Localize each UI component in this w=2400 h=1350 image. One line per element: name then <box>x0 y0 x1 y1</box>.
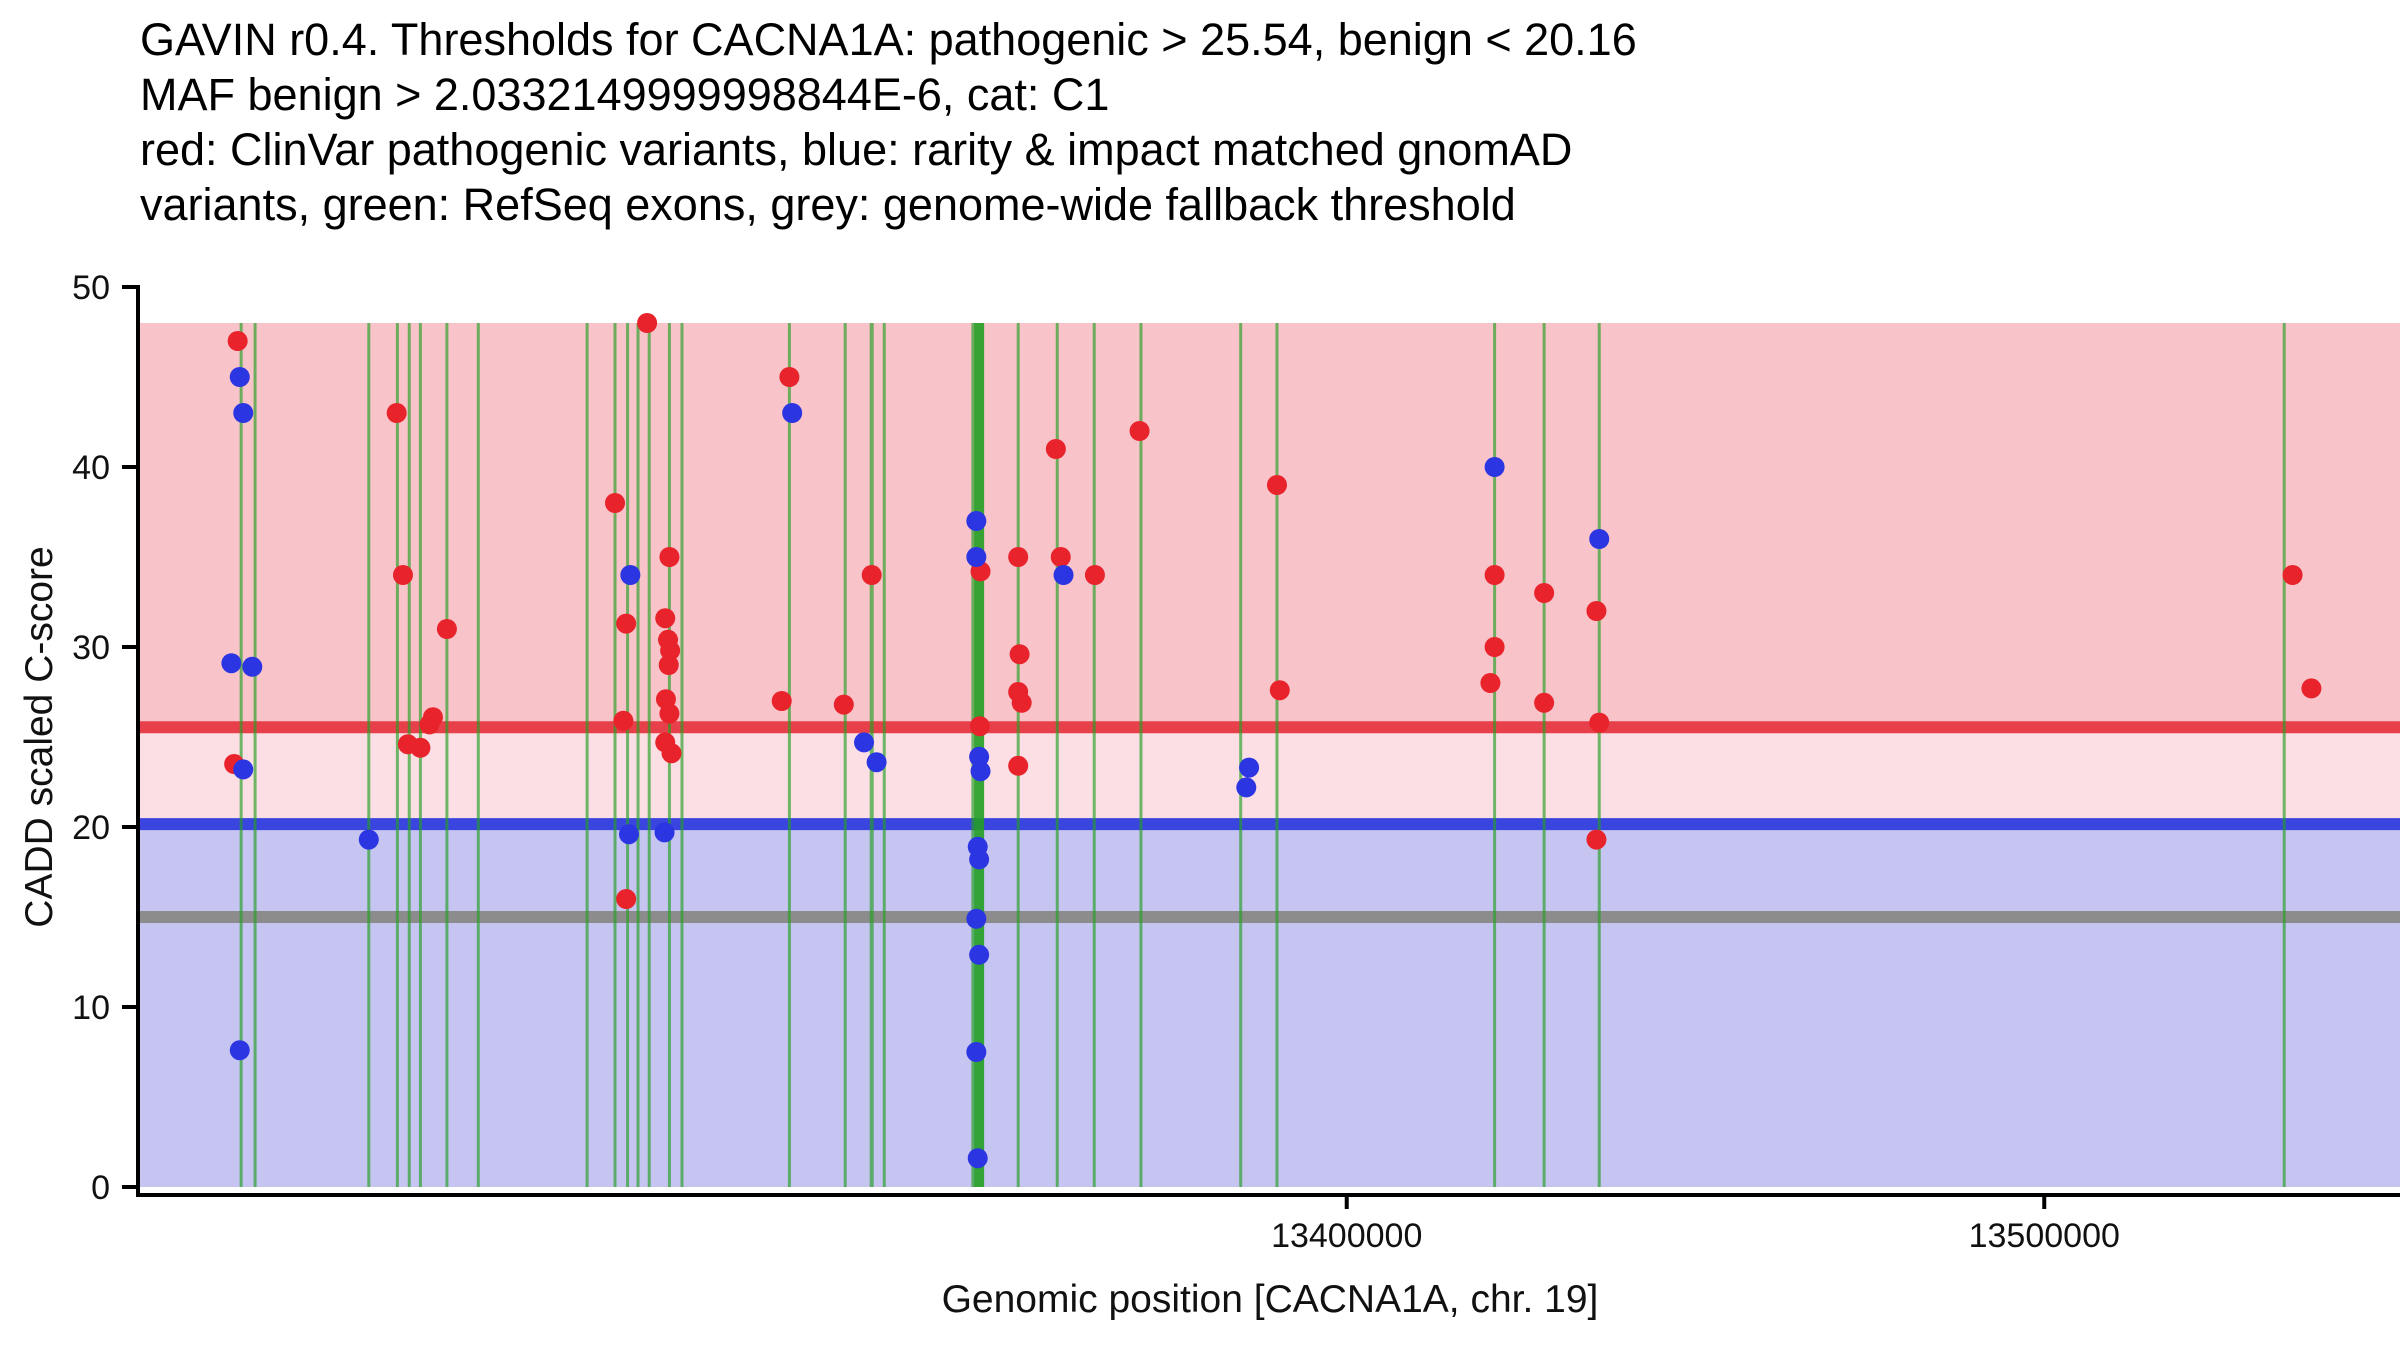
point-clinvar-pathogenic <box>1009 644 1030 665</box>
point-gnomad-matched <box>620 565 641 585</box>
point-gnomad-matched <box>358 829 379 850</box>
point-clinvar-pathogenic <box>659 547 680 567</box>
point-gnomad-matched <box>969 746 990 767</box>
region-benign <box>140 824 2400 1187</box>
point-clinvar-pathogenic <box>1050 547 1071 567</box>
point-gnomad-matched <box>866 752 887 773</box>
point-clinvar-pathogenic <box>861 565 882 585</box>
point-clinvar-pathogenic <box>410 737 431 758</box>
point-clinvar-pathogenic <box>2282 565 2303 585</box>
point-clinvar-pathogenic <box>613 710 634 731</box>
point-clinvar-pathogenic <box>659 703 680 724</box>
point-clinvar-pathogenic <box>616 613 637 634</box>
y-tick-label: 10 <box>72 989 110 1027</box>
x-axis-title: Genomic position [CACNA1A, chr. 19] <box>942 1278 1599 1321</box>
point-gnomad-matched <box>966 511 987 531</box>
point-gnomad-matched <box>782 403 803 423</box>
point-clinvar-pathogenic <box>1586 601 1607 621</box>
y-tick-label: 40 <box>72 449 110 487</box>
y-axis-title: CADD scaled C-score <box>18 546 61 927</box>
point-clinvar-pathogenic <box>637 313 658 333</box>
point-clinvar-pathogenic <box>1084 565 1105 585</box>
point-clinvar-pathogenic <box>1008 755 1029 776</box>
point-clinvar-pathogenic <box>655 608 676 629</box>
point-clinvar-pathogenic <box>227 331 248 351</box>
y-tick-label: 30 <box>72 629 110 667</box>
chart-title-line-1: GAVIN r0.4. Thresholds for CACNA1A: path… <box>140 14 1637 65</box>
point-clinvar-pathogenic <box>660 640 681 661</box>
point-clinvar-pathogenic <box>1534 583 1555 603</box>
point-clinvar-pathogenic <box>1589 712 1610 733</box>
point-clinvar-pathogenic <box>833 694 854 715</box>
point-gnomad-matched <box>966 1042 987 1062</box>
y-tick-label: 0 <box>91 1169 110 1207</box>
chart-title: GAVIN r0.4. Thresholds for CACNA1A: path… <box>140 12 1637 232</box>
point-clinvar-pathogenic <box>2301 678 2322 699</box>
point-clinvar-pathogenic <box>1129 421 1150 441</box>
point-gnomad-matched <box>970 761 991 782</box>
point-clinvar-pathogenic <box>771 691 792 711</box>
point-clinvar-pathogenic <box>1534 692 1555 713</box>
point-clinvar-pathogenic <box>779 367 800 387</box>
point-gnomad-matched <box>233 759 254 780</box>
chart-title-line-3: red: ClinVar pathogenic variants, blue: … <box>140 124 1573 175</box>
point-clinvar-pathogenic <box>386 403 407 423</box>
point-gnomad-matched <box>229 367 250 387</box>
point-clinvar-pathogenic <box>1586 829 1607 850</box>
y-tick-label: 50 <box>72 269 110 307</box>
region-pathogenic <box>140 323 2400 728</box>
point-clinvar-pathogenic <box>1045 439 1066 459</box>
point-clinvar-pathogenic <box>1480 673 1501 693</box>
point-clinvar-pathogenic <box>392 565 413 585</box>
point-gnomad-matched <box>233 403 254 423</box>
point-clinvar-pathogenic <box>605 493 626 513</box>
point-gnomad-matched <box>966 547 987 567</box>
point-clinvar-pathogenic <box>1484 565 1505 585</box>
x-tick-label: 13400000 <box>1271 1217 1422 1255</box>
point-gnomad-matched <box>221 653 242 674</box>
chart-title-line-2: MAF benign > 2.0332149999998844E-6, cat:… <box>140 69 1110 120</box>
chart-title-line-4: variants, green: RefSeq exons, grey: gen… <box>140 179 1516 230</box>
point-gnomad-matched <box>618 824 639 845</box>
y-tick-label: 20 <box>72 809 110 847</box>
region-intermediate <box>140 727 2400 825</box>
point-gnomad-matched <box>1484 457 1505 477</box>
point-gnomad-matched <box>967 1148 988 1169</box>
point-clinvar-pathogenic <box>969 716 990 737</box>
point-gnomad-matched <box>969 849 990 870</box>
point-clinvar-pathogenic <box>1011 692 1032 713</box>
point-gnomad-matched <box>1239 757 1260 778</box>
point-gnomad-matched <box>966 908 987 929</box>
point-gnomad-matched <box>242 656 263 677</box>
point-gnomad-matched <box>1589 529 1610 549</box>
point-gnomad-matched <box>229 1040 250 1061</box>
point-clinvar-pathogenic <box>1484 637 1505 657</box>
point-gnomad-matched <box>854 732 875 753</box>
point-clinvar-pathogenic <box>1266 475 1287 495</box>
x-tick-label: 13500000 <box>1969 1217 2120 1255</box>
point-gnomad-matched <box>1236 777 1257 798</box>
point-gnomad-matched <box>969 944 990 965</box>
point-clinvar-pathogenic <box>1269 680 1290 701</box>
point-clinvar-pathogenic <box>436 619 457 639</box>
point-clinvar-pathogenic <box>1008 547 1029 567</box>
point-gnomad-matched <box>654 822 675 843</box>
point-clinvar-pathogenic <box>661 743 682 764</box>
point-clinvar-pathogenic <box>658 655 679 675</box>
point-clinvar-pathogenic <box>422 707 443 728</box>
point-gnomad-matched <box>1053 565 1074 585</box>
point-clinvar-pathogenic <box>616 889 637 909</box>
